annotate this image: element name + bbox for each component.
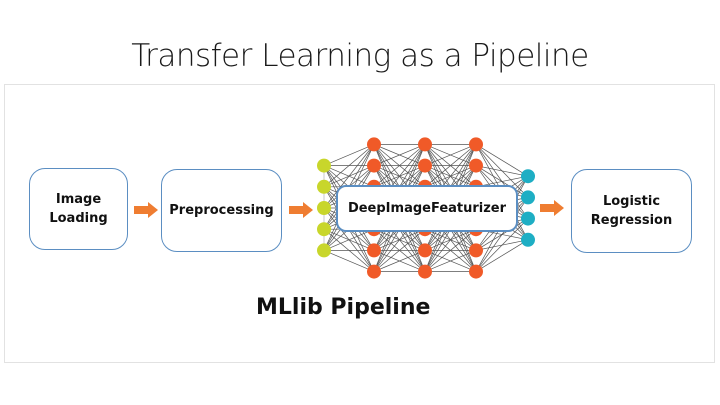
network-edge bbox=[323, 144, 375, 166]
input-node bbox=[317, 243, 331, 258]
network-edge bbox=[475, 239, 529, 272]
input-node bbox=[317, 222, 331, 237]
stage-label-line: Regression bbox=[590, 213, 673, 228]
hidden-node bbox=[367, 243, 381, 258]
network-edge bbox=[424, 228, 477, 272]
output-node bbox=[521, 211, 535, 226]
network-edge bbox=[323, 250, 375, 272]
output-node bbox=[521, 232, 535, 247]
network-edge bbox=[373, 228, 426, 272]
pipeline-label: MLlib Pipeline bbox=[256, 295, 431, 320]
network-edge bbox=[424, 144, 477, 188]
stage-label-line: DeepImageFeaturizer bbox=[347, 201, 507, 216]
hidden-node bbox=[367, 158, 381, 173]
network-edge bbox=[475, 197, 529, 272]
input-node bbox=[317, 158, 331, 173]
stage-preprocessing: Preprocessing bbox=[161, 169, 282, 252]
stage-label-line: Preprocessing bbox=[169, 203, 274, 218]
hidden-node bbox=[418, 243, 432, 258]
hidden-node bbox=[367, 137, 381, 152]
network-edge bbox=[323, 144, 375, 188]
stage-label-line: Image bbox=[55, 192, 102, 207]
hidden-node bbox=[418, 158, 432, 173]
hidden-node bbox=[469, 243, 483, 258]
network-edge bbox=[323, 228, 375, 251]
hidden-node bbox=[469, 264, 483, 279]
arrow-right-icon bbox=[134, 202, 158, 218]
hidden-node bbox=[418, 264, 432, 279]
network-edge bbox=[373, 144, 426, 188]
hidden-node bbox=[469, 158, 483, 173]
network-edge bbox=[373, 144, 426, 166]
stage-deep-image-featurizer: DeepImageFeaturizer bbox=[336, 185, 518, 232]
network-edge bbox=[373, 250, 426, 272]
input-node bbox=[317, 179, 331, 194]
input-node bbox=[317, 201, 331, 215]
network-edge bbox=[475, 144, 529, 177]
network-edge bbox=[475, 165, 529, 177]
slide-title: Transfer Learning as a Pipeline bbox=[131, 38, 589, 74]
output-node bbox=[521, 169, 535, 184]
output-node bbox=[521, 190, 535, 205]
network-edge bbox=[475, 218, 529, 272]
hidden-node bbox=[367, 264, 381, 279]
stage-label-line: Loading bbox=[49, 211, 108, 226]
network-edge bbox=[424, 144, 477, 166]
network-edge bbox=[424, 250, 477, 272]
diagram-panel bbox=[4, 84, 715, 363]
hidden-node bbox=[469, 137, 483, 152]
hidden-node bbox=[418, 137, 432, 152]
arrow-right-icon bbox=[540, 200, 564, 216]
stage-label-line: Logistic bbox=[602, 194, 661, 209]
arrow-right-icon bbox=[289, 202, 313, 218]
network-edge bbox=[323, 144, 375, 209]
